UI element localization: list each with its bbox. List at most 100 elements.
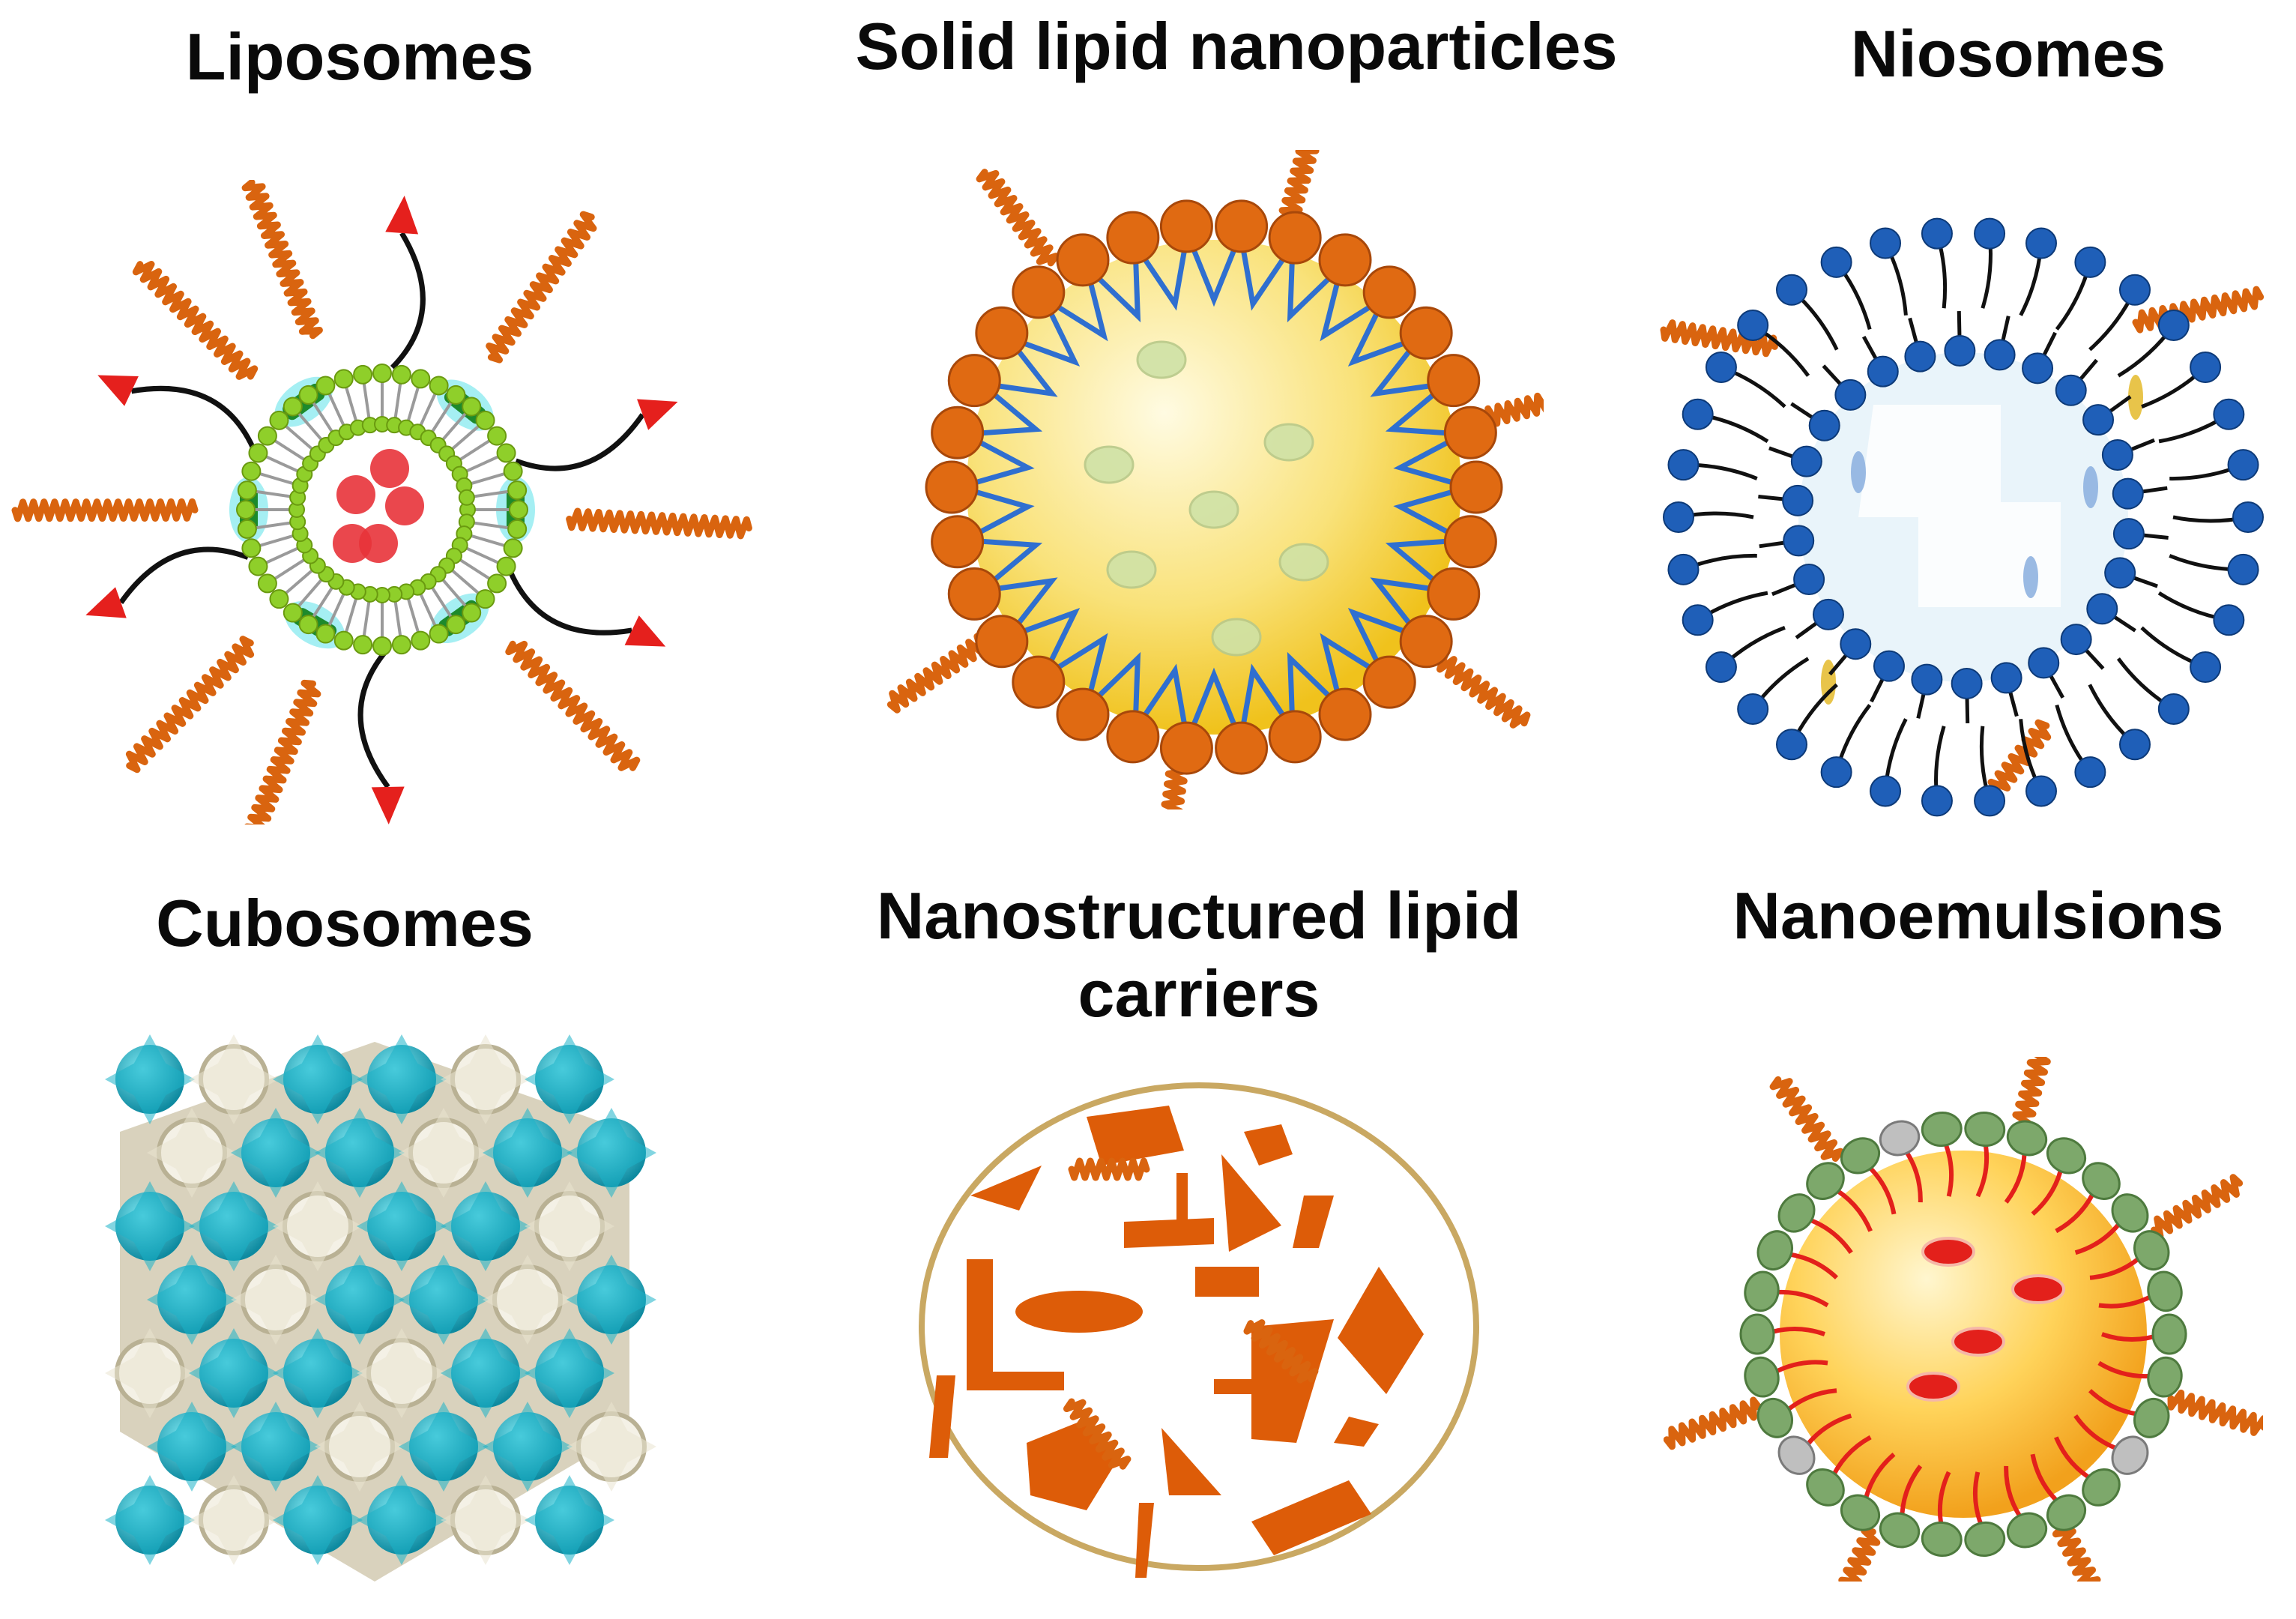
nanoemulsions-title: Nanoemulsions <box>1732 878 2224 953</box>
drug-molecule <box>2023 556 2038 598</box>
surfactant-head-icon <box>1879 1512 1921 1549</box>
surfactant-head-icon <box>1944 335 1976 367</box>
surfactant-head-icon <box>1756 1230 1793 1271</box>
nlc-title-line-1: Nanostructured lipid <box>876 878 1522 953</box>
phospholipid-icon <box>236 500 256 519</box>
lipid-tail <box>980 335 1058 397</box>
drug-molecule <box>1136 340 1187 379</box>
nlc-title: Nanostructured lipid carriers <box>749 877 1649 1033</box>
targeting-arrow-icon <box>97 375 139 406</box>
surfactant-head-icon <box>2055 374 2087 406</box>
surfactant-head-icon <box>1737 693 1769 726</box>
drug-molecule <box>2083 466 2098 508</box>
phospholipid-icon <box>507 519 528 539</box>
surfactant-head-icon <box>1879 1120 1921 1157</box>
surfactant-head-icon <box>1870 227 1902 259</box>
phospholipid-icon <box>446 385 466 405</box>
lattice-arm <box>483 1402 573 1492</box>
sln-title: Solid lipid nanoparticles <box>855 9 1618 83</box>
lipid-fragment <box>1244 1124 1293 1166</box>
nanoemulsion-svg <box>1664 1057 2263 1582</box>
lattice-arm <box>525 1181 614 1271</box>
lipid-fragment <box>1293 1196 1334 1248</box>
lipid-fragment <box>1176 1173 1188 1229</box>
cubosomes-title: Cubosomes <box>156 886 534 960</box>
lipid-fragment <box>1015 1291 1143 1333</box>
phospholipid-icon <box>1215 721 1269 775</box>
drug-molecule <box>1106 550 1157 589</box>
drug-molecule <box>1921 1237 1975 1267</box>
surfactant-head-icon <box>1921 1111 1963 1148</box>
lipid-fragment <box>1214 1379 1255 1394</box>
phospholipid-icon <box>1106 710 1160 764</box>
phospholipid-icon <box>315 624 336 644</box>
surfactant-head-icon <box>2227 553 2259 585</box>
lattice-arm <box>441 1181 531 1271</box>
lipid-fragment <box>1087 1106 1184 1166</box>
phospholipid-icon <box>931 515 985 569</box>
surfactant-head-icon <box>1783 525 1815 557</box>
phospholipid-icon <box>411 630 431 651</box>
phospholipid-icon <box>1427 567 1481 621</box>
phospholipid-icon <box>1399 615 1453 669</box>
phospholipid-icon <box>975 306 1029 360</box>
drug-molecule <box>1263 423 1314 462</box>
surfactant-head-icon <box>2046 1137 2087 1175</box>
helix-peptide-icon <box>125 636 255 774</box>
targeting-arrow-stem <box>390 232 426 370</box>
surfactant-head-icon <box>2046 1494 2087 1531</box>
surfactant-head-icon <box>2074 246 2106 278</box>
surfactant-head-icon <box>1812 598 1844 630</box>
surfactant-head-icon <box>2086 593 2118 625</box>
drug-molecule <box>370 449 409 488</box>
lipid-fragment <box>967 1259 1064 1390</box>
phospholipid-icon <box>391 635 411 655</box>
phospholipid-icon <box>269 410 289 430</box>
helix-peptide-icon <box>11 498 199 522</box>
phospholipid-icon <box>1106 211 1160 265</box>
lattice-arm <box>315 1402 405 1492</box>
helix-peptide-icon <box>486 211 597 364</box>
surfactant-head-icon <box>2190 651 2222 684</box>
helix-peptide-icon <box>1664 1396 1762 1450</box>
cubosome-svg <box>105 1034 656 1582</box>
targeting-arrow-stem <box>118 546 250 604</box>
surfactant-head-icon <box>2111 1435 2149 1475</box>
surfactant-head-icon <box>1990 662 2022 694</box>
surfactant-head-icon <box>2119 729 2151 761</box>
surfactant-head-icon <box>2151 1313 2187 1355</box>
surfactant-head-icon <box>2025 775 2057 807</box>
phospholipid-icon <box>353 364 373 385</box>
surfactant-head-icon <box>1921 785 1953 817</box>
lattice-arm <box>399 1255 489 1345</box>
surfactant-head-icon <box>2147 1270 2183 1312</box>
lattice-arm <box>189 1181 279 1271</box>
cubosome-illustration <box>90 1027 659 1597</box>
surfactant-head-icon <box>2157 693 2190 726</box>
phospholipid-icon <box>1362 655 1416 709</box>
phospholipid-icon <box>283 397 303 417</box>
phospholipid-icon <box>333 630 354 651</box>
phospholipid-icon <box>475 410 495 430</box>
lipid-fragment <box>1195 1267 1259 1297</box>
lattice-arm <box>105 1034 195 1124</box>
lipid-tail <box>1238 663 1295 741</box>
phospholipid-icon <box>1449 460 1503 514</box>
phospholipid-icon <box>248 556 268 576</box>
lattice-arm <box>273 1475 363 1565</box>
surfactant-head-icon <box>1820 246 1852 278</box>
lipid-tail <box>1042 633 1108 709</box>
drug-molecule <box>1278 543 1329 582</box>
phospholipid-icon <box>372 364 392 383</box>
surfactant-head-icon <box>1737 309 1769 341</box>
lattice-arm <box>357 1034 447 1124</box>
helix-peptide-icon <box>1838 1527 1881 1582</box>
surfactant-head-icon <box>1974 785 2006 817</box>
lipid-core <box>967 240 1461 735</box>
surfactant-head-icon <box>2213 398 2245 430</box>
surfactant-head-icon <box>1663 501 1694 533</box>
targeting-arrow-icon <box>637 399 678 430</box>
surfactant-head-icon <box>2022 352 2054 385</box>
lipid-tail <box>1006 608 1081 678</box>
phospholipid-icon <box>507 480 528 501</box>
